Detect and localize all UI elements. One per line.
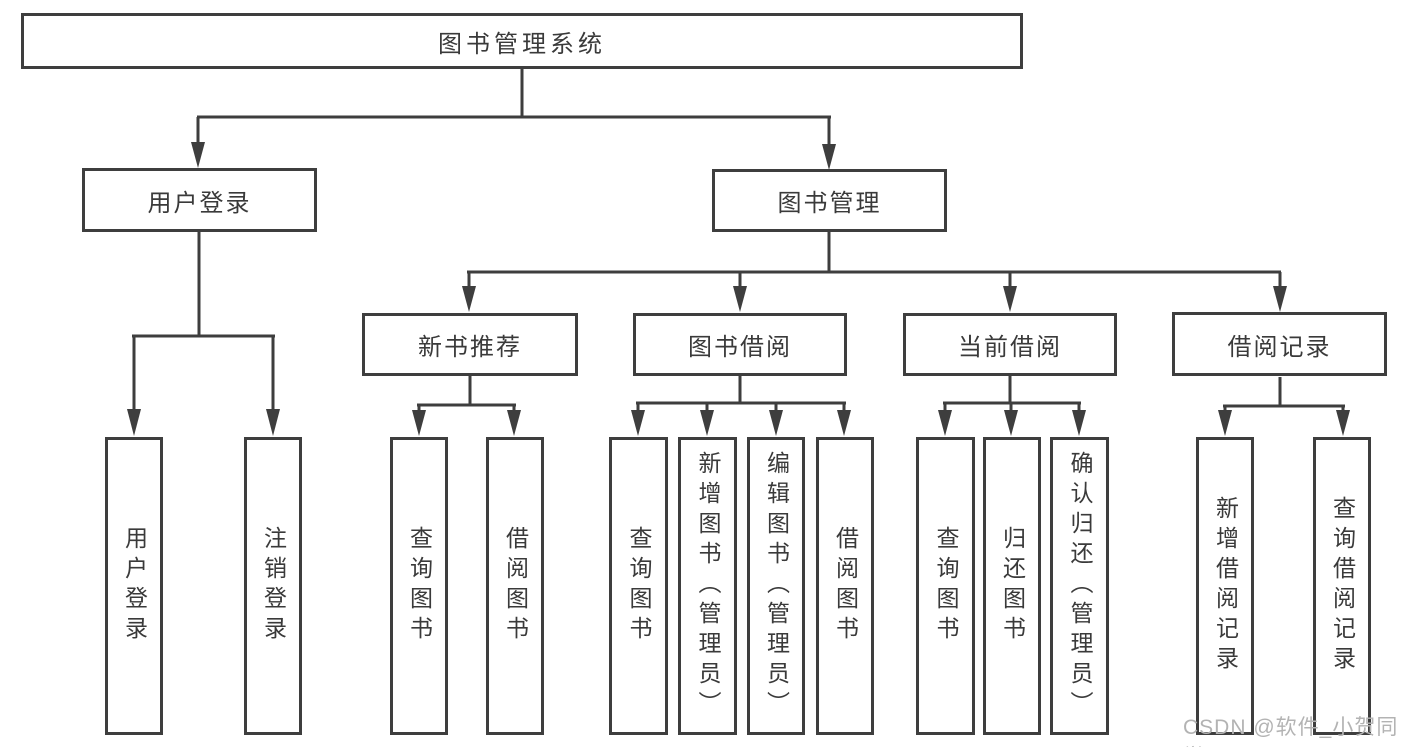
connector-new-book-to-leaves [412,376,521,436]
leaf-current-query-book: 查询图书 [916,437,975,735]
leaf-borrow-query-book: 查询图书 [609,437,668,735]
node-borrow-record: 借阅记录 [1172,312,1387,376]
node-user-login: 用户登录 [82,168,317,232]
leaf-borrow-edit-book-admin: 编辑图书（管理员） [747,437,805,735]
leaf-borrow-borrow-book: 借阅图书 [816,437,874,735]
node-new-book-recommend: 新书推荐 [362,313,578,376]
node-current-borrow: 当前借阅 [903,313,1117,376]
connector-root-to-level2 [191,69,836,170]
connector-borrow-record-to-leaves [1218,377,1350,436]
csdn-watermark: CSDN @软件_小贺同学 [1183,716,1399,747]
node-root-library-system: 图书管理系统 [21,13,1023,69]
connector-book-borrow-to-leaves [631,376,851,436]
leaf-recommend-query-book: 查询图书 [390,437,448,735]
leaf-user-login: 用户登录 [105,437,163,735]
leaf-record-query-borrow-record: 查询借阅记录 [1313,437,1371,735]
leaf-record-add-borrow-record: 新增借阅记录 [1196,437,1254,735]
connector-current-borrow-to-leaves [938,376,1086,436]
leaf-borrow-add-book-admin: 新增图书（管理员） [678,437,737,735]
connector-user-login-to-leaves [127,232,280,436]
node-book-management: 图书管理 [712,169,947,232]
leaf-recommend-borrow-book: 借阅图书 [486,437,544,735]
connector-book-mgmt-to-level3 [462,232,1287,312]
node-book-borrow: 图书借阅 [633,313,847,376]
leaf-current-return-book: 归还图书 [983,437,1041,735]
leaf-current-confirm-return-admin: 确认归还（管理员） [1050,437,1109,735]
leaf-logout-login: 注销登录 [244,437,302,735]
